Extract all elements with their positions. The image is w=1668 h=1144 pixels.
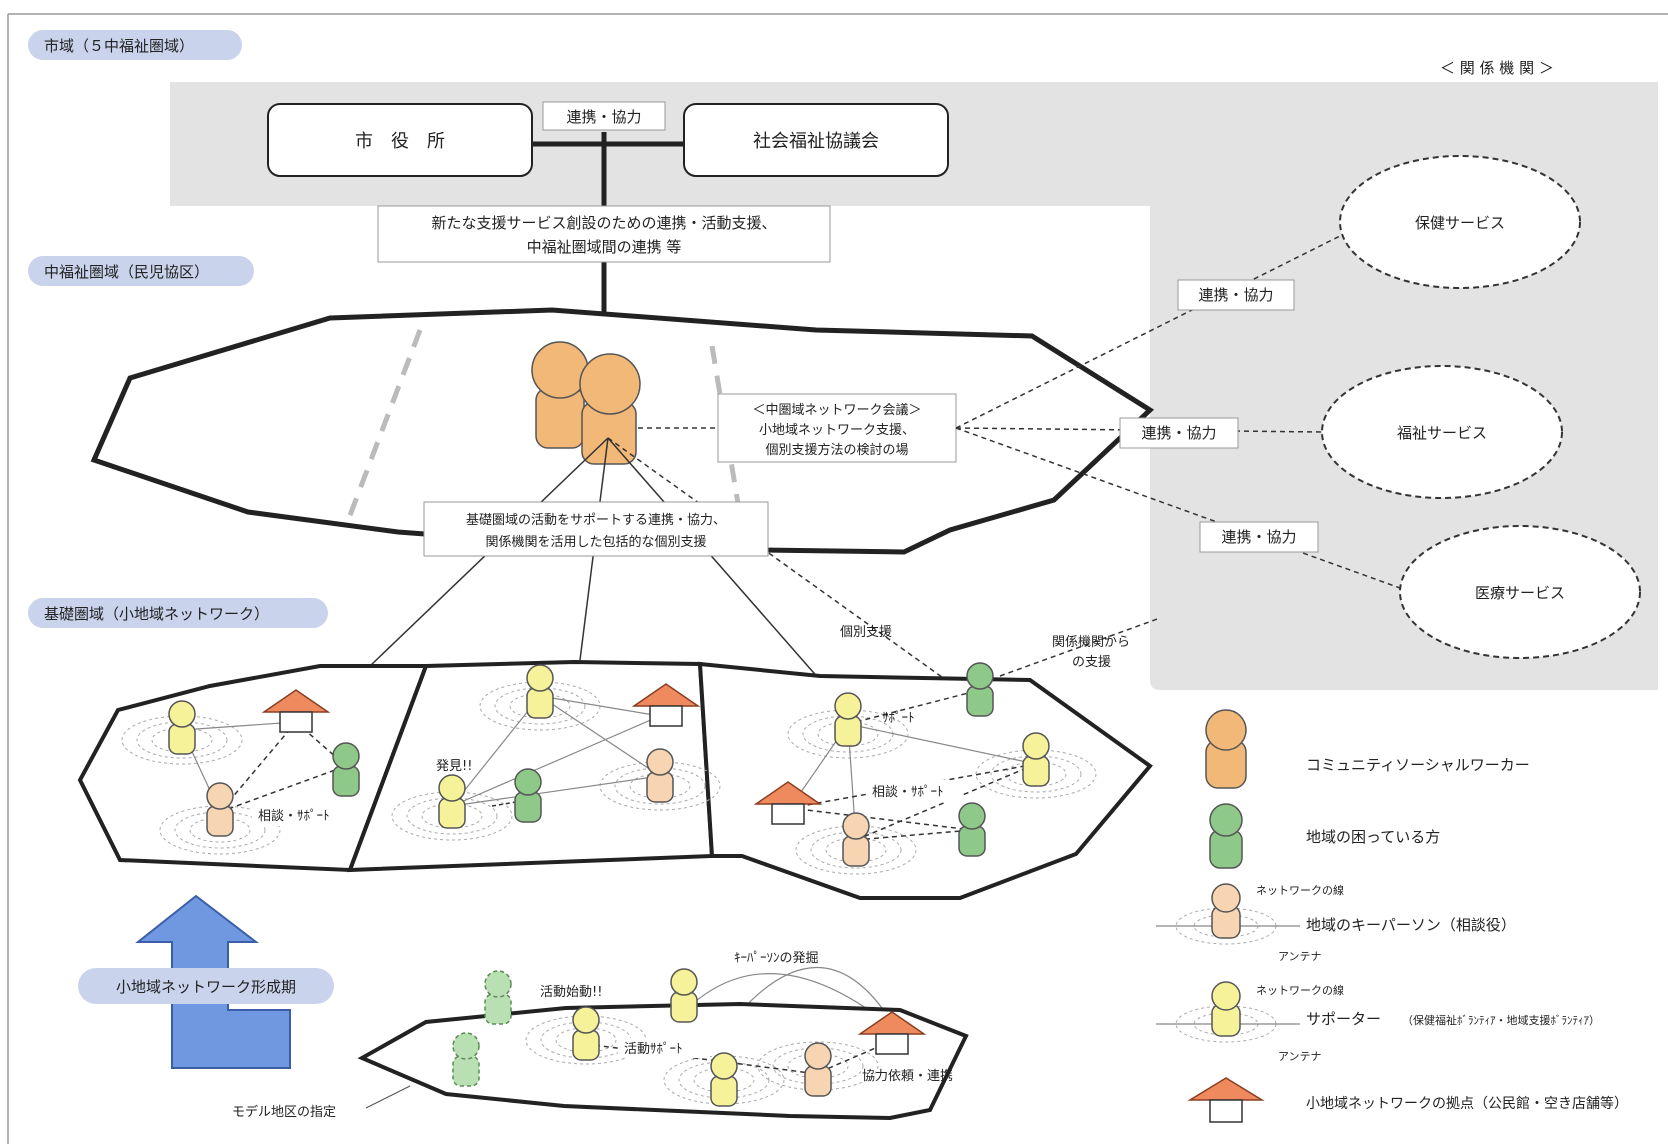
formation-label: 小地域ネットワーク形成期 xyxy=(78,968,334,1004)
svg-text:連携・協力: 連携・協力 xyxy=(1221,528,1296,546)
top-cooperation-label: 連携・協力 xyxy=(542,101,666,131)
svg-text:関係機関を活用した包括的な個別支援: 関係機関を活用した包括的な個別支援 xyxy=(485,534,706,550)
legend-csw-icon xyxy=(1205,709,1247,789)
svg-text:連携・協力: 連携・協力 xyxy=(566,108,641,126)
svg-text:福祉サービス: 福祉サービス xyxy=(1397,424,1487,442)
svg-text:保健サービス: 保健サービス xyxy=(1415,214,1505,232)
svg-text:個別支援方法の検討の場: 個別支援方法の検討の場 xyxy=(765,442,908,458)
city-hall-box: 市 役 所 xyxy=(267,103,533,177)
zone-middle-pill: 中福祉圏域（民児協区） xyxy=(28,256,254,286)
medical-service: 医療サービス xyxy=(1399,525,1641,659)
legend-csw-label: コミュニティソーシャルワーカー xyxy=(1306,756,1530,774)
svg-text:小地域ネットワーク形成期: 小地域ネットワーク形成期 xyxy=(116,978,296,996)
consult-support-label-right: 相談・ｻﾎﾟｰﾄ xyxy=(872,784,944,800)
potential-member-figure xyxy=(484,970,512,1025)
legend-base-icon xyxy=(1187,1077,1265,1123)
svg-text:医療サービス: 医療サービス xyxy=(1475,584,1565,602)
social-welfare-box: 社会福祉協議会 xyxy=(683,103,949,177)
supporter-figure xyxy=(834,692,862,747)
svg-text:基礎圏域の活動をサポートする連携・協力、: 基礎圏域の活動をサポートする連携・協力、 xyxy=(466,512,726,528)
svg-text:中福祉圏域間の連携 等: 中福祉圏域間の連携 等 xyxy=(527,238,682,256)
svg-text:基礎圏域（小地域ネットワーク）: 基礎圏域（小地域ネットワーク） xyxy=(44,605,269,623)
svg-text:小地域ネットワーク支援、: 小地域ネットワーク支援、 xyxy=(759,423,915,438)
zone-city-pill: 市域（５中福祉圏域） xyxy=(28,30,242,60)
supporter-figure xyxy=(1022,732,1050,787)
legend: コミュニティソーシャルワーカー 地域の困っている方 ネットワークの線 地域のキー… xyxy=(1156,709,1628,1123)
model-district-label: モデル地区の指定 xyxy=(232,1104,336,1120)
legend-keyperson-icon xyxy=(1211,883,1241,939)
person-in-need-figure xyxy=(958,802,986,857)
legend-base-label: 小地域ネットワークの拠点（公民館・空き店舗等） xyxy=(1306,1095,1628,1112)
coop-label-welfare: 連携・協力 xyxy=(1119,417,1239,449)
model-district-area xyxy=(357,1001,969,1121)
legend-supporter-label: サポーター xyxy=(1306,1010,1381,1028)
svg-text:中福祉圏域（民児協区）: 中福祉圏域（民児協区） xyxy=(44,263,209,281)
keyperson-figure xyxy=(804,1042,832,1097)
coop-label-medical: 連携・協力 xyxy=(1199,521,1319,553)
keyperson-figure xyxy=(206,782,234,837)
related-orgs-label: ＜ 関 係 機 関 ＞ xyxy=(1440,59,1554,77)
keyperson-figure xyxy=(842,812,870,867)
org-support-label-1: 関係機関から xyxy=(1052,635,1130,650)
svg-text:新たな支援サービス創設のための連携・活動支援、: 新たな支援サービス創設のための連携・活動支援、 xyxy=(431,214,776,232)
person-in-need-figure xyxy=(514,768,542,823)
keyperson-figure xyxy=(646,748,674,803)
zone-basic-pill: 基礎圏域（小地域ネットワーク） xyxy=(28,598,328,628)
coop-request-label: 協力依頼・連携 xyxy=(862,1068,953,1084)
org-support-label-2: の支援 xyxy=(1072,655,1111,670)
csw-figure xyxy=(531,341,641,465)
top-support-box: 新たな支援サービス創設のための連携・活動支援、 中福祉圏域間の連携 等 xyxy=(377,205,831,263)
svg-text:社会福祉協議会: 社会福祉協議会 xyxy=(753,131,879,152)
activity-start-label: 活動始動!! xyxy=(540,985,602,1000)
support-label: ｻﾎﾟｰﾄ xyxy=(882,711,915,726)
activity-support-label: 活動ｻﾎﾟｰﾄ xyxy=(624,1042,683,1057)
legend-person-in-need-icon xyxy=(1209,803,1243,869)
potential-member-figure xyxy=(452,1032,480,1087)
legend-antenna-label-2: アンテナ xyxy=(1278,1050,1322,1063)
legend-keyperson-label: 地域のキーパーソン（相談役） xyxy=(1306,916,1516,934)
supporter-figure xyxy=(572,1006,600,1061)
legend-supporter-note: （保健福祉ﾎﾞﾗﾝﾃｨｱ・地域支援ﾎﾞﾗﾝﾃｨｱ） xyxy=(1402,1013,1600,1027)
person-in-need-figure xyxy=(966,662,994,717)
basic-support-box: 基礎圏域の活動をサポートする連携・協力、 関係機関を活用した包括的な個別支援 xyxy=(423,501,769,557)
consult-support-label-left: 相談・ｻﾎﾟｰﾄ xyxy=(258,808,330,824)
found-label: 発見!! xyxy=(436,759,472,774)
middle-network-box: ＜中圏域ネットワーク会議＞ 小地域ネットワーク支援、 個別支援方法の検討の場 xyxy=(717,393,957,463)
supporter-figure xyxy=(438,774,466,829)
supporter-figure xyxy=(670,968,698,1023)
individual-support-label: 個別支援 xyxy=(840,625,892,640)
supporter-figure xyxy=(526,664,554,719)
legend-person-in-need-label: 地域の困っている方 xyxy=(1306,828,1440,846)
legend-antenna-label-1: アンテナ xyxy=(1278,950,1322,963)
svg-text:市 役 所: 市 役 所 xyxy=(355,131,445,152)
coop-label-health: 連携・協力 xyxy=(1177,279,1295,311)
supporter-figure xyxy=(710,1052,738,1107)
legend-network-line-label-1: ネットワークの線 xyxy=(1256,883,1344,897)
keyperson-discovery-label: ｷｰﾊﾟｰｿﾝの発掘 xyxy=(734,951,819,966)
svg-text:＜中圏域ネットワーク会議＞: ＜中圏域ネットワーク会議＞ xyxy=(752,403,921,418)
legend-supporter-icon xyxy=(1211,981,1241,1037)
welfare-service: 福祉サービス xyxy=(1321,365,1563,499)
health-service: 保健サービス xyxy=(1339,155,1581,289)
svg-text:連携・協力: 連携・協力 xyxy=(1198,286,1273,304)
svg-text:市域（５中福祉圏域）: 市域（５中福祉圏域） xyxy=(44,37,194,55)
svg-text:連携・協力: 連携・協力 xyxy=(1141,424,1216,442)
legend-network-line-label-2: ネットワークの線 xyxy=(1256,983,1344,997)
supporter-figure xyxy=(168,700,196,755)
person-in-need-figure xyxy=(332,742,360,797)
